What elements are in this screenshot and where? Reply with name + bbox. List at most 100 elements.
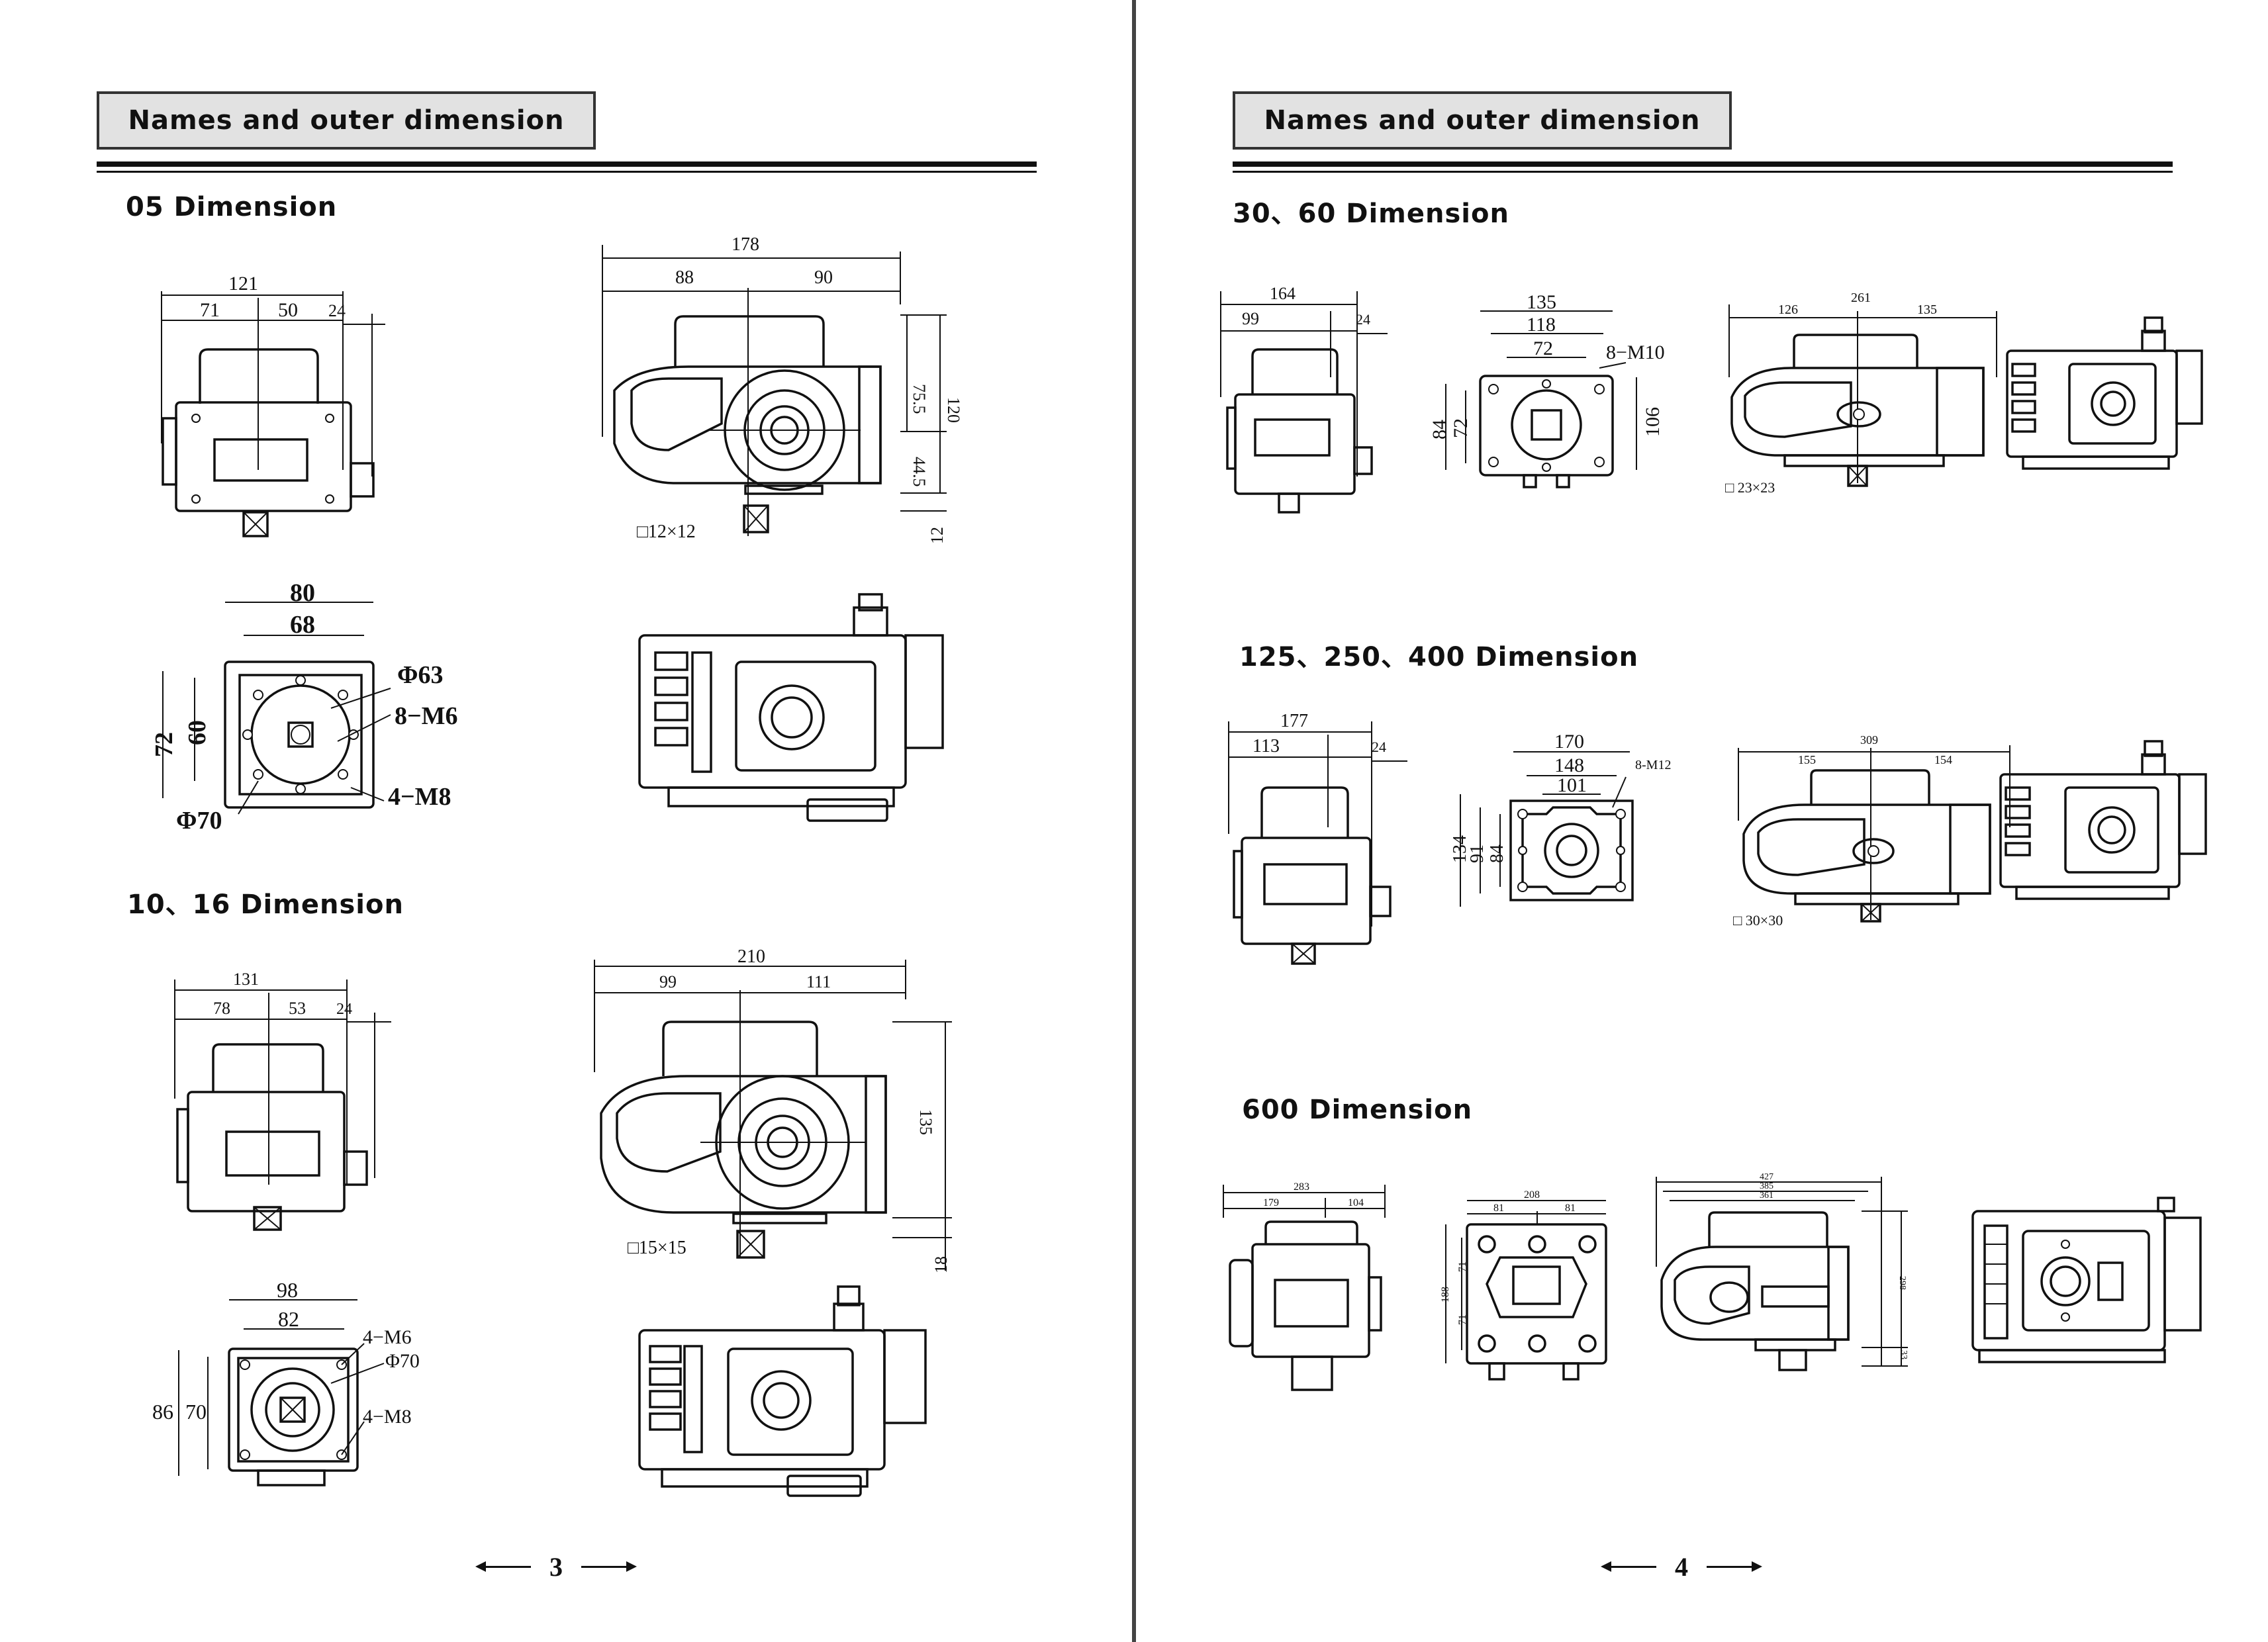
dim-8-m12: 8-M12: [1635, 758, 1671, 772]
arrow-right-icon: [1707, 1561, 1762, 1572]
dim-170: 170: [1554, 731, 1584, 753]
drawing-125-flange: 170 148 101 8-M12 134 91 84: [1450, 731, 1671, 907]
dim-210: 210: [737, 946, 765, 967]
dim-98: 98: [277, 1278, 298, 1302]
dim-99-r: 99: [1242, 309, 1259, 328]
drawing-05-rear: [638, 593, 944, 822]
dim-72-r: 72: [1533, 338, 1553, 359]
dim-53: 53: [289, 999, 306, 1018]
dim-361: 361: [1760, 1191, 1773, 1201]
dim-101: 101: [1557, 774, 1587, 796]
drawing-125-front: 177 113 24: [1228, 711, 1407, 965]
dim-208: 208: [1524, 1189, 1540, 1201]
dim-135: 135: [916, 1109, 935, 1135]
dim-91: 91: [1467, 844, 1488, 863]
drawing-30-flange: 135 118 72 8−M10 84 72 106: [1429, 291, 1665, 488]
right-page: Names and outer dimension 30、60 Dimensio…: [1136, 0, 2268, 1642]
section-title-10-16: 10、16 Dimension: [127, 889, 404, 920]
dim-4-m8: 4−M8: [388, 783, 451, 811]
page-number-text: 4: [1675, 1552, 1688, 1582]
dim-106: 106: [1642, 407, 1664, 437]
dim-78: 78: [213, 999, 230, 1018]
dim-120: 120: [944, 397, 963, 423]
dim-118: 118: [1527, 314, 1556, 336]
dim-71b: 71: [1457, 1314, 1468, 1325]
dim-80: 80: [290, 579, 315, 607]
dim-sq-30: □ 30×30: [1733, 912, 1783, 929]
drawing-30-front: 164 99 24: [1220, 284, 1388, 514]
drawing-05-front: 121 71 50 24: [161, 273, 385, 537]
dim-72: 72: [150, 732, 178, 757]
drawing-600-side: 427 385 361 298 33: [1656, 1172, 1909, 1371]
dim-84-r: 84: [1429, 420, 1450, 439]
dim-111: 111: [806, 972, 831, 991]
dim-177: 177: [1280, 711, 1308, 731]
dim-4-m6: 4−M6: [363, 1326, 412, 1348]
drawing-05-side: 178 88 90 75.5 44.5 120 12 □12×12: [602, 234, 963, 544]
dim-261: 261: [1851, 291, 1871, 305]
dim-12: 12: [927, 527, 947, 544]
dim-24: 24: [328, 301, 346, 320]
dim-81b: 81: [1565, 1203, 1576, 1214]
dim-sq-15: □15×15: [628, 1238, 686, 1258]
header-rule-thin: [97, 171, 1037, 173]
dim-75-5: 75.5: [910, 384, 929, 414]
dim-154: 154: [1934, 753, 1952, 766]
drawing-30-rear: [2006, 316, 2203, 470]
drawing-30-side: 261 126 135 □ 23×23: [1725, 291, 1997, 496]
dim-60: 60: [183, 720, 211, 745]
dim-298: 298: [1897, 1276, 1907, 1290]
arrow-right-icon: [581, 1561, 637, 1572]
dim-50: 50: [278, 299, 298, 321]
dim-385: 385: [1760, 1181, 1773, 1191]
dim-135-s: 135: [1917, 302, 1937, 317]
header-rule-thin: [1233, 171, 2173, 173]
dim-phi70-b: Φ70: [385, 1350, 420, 1372]
page-header: Names and outer dimension: [1233, 91, 1732, 150]
dim-8-m10: 8−M10: [1606, 342, 1665, 363]
dim-427: 427: [1760, 1172, 1773, 1182]
dim-24-b: 24: [336, 1001, 352, 1018]
section-title-125-250-400: 125、250、400 Dimension: [1239, 642, 1639, 672]
arrow-left-icon: [1601, 1561, 1656, 1572]
drawing-10-side: 210 99 111 135 18 □15×15: [594, 946, 952, 1273]
dim-134: 134: [1450, 835, 1470, 863]
header-rule: [1233, 161, 2173, 167]
dim-44-5: 44.5: [910, 457, 929, 487]
dim-71: 71: [200, 299, 220, 321]
left-page: Names and outer dimension 05 Dimension 1…: [0, 0, 1132, 1642]
dim-131: 131: [233, 970, 259, 989]
dim-126: 126: [1778, 302, 1798, 317]
page-gutter: [1132, 0, 1136, 1642]
dim-phi63: Φ63: [397, 661, 444, 689]
drawing-125-rear: [1999, 740, 2207, 900]
dim-sq-12: □12×12: [637, 522, 696, 542]
page-number-text: 3: [549, 1552, 563, 1582]
section-title-05: 05 Dimension: [126, 192, 338, 222]
dim-179: 179: [1263, 1197, 1279, 1209]
arrow-left-icon: [475, 1561, 531, 1572]
dim-24-c: 24: [1372, 739, 1386, 755]
drawing-600-flange: 208 81 81 188 71 71: [1440, 1189, 1607, 1381]
section-title-30-60: 30、60 Dimension: [1233, 199, 1509, 229]
page-header: Names and outer dimension: [97, 91, 596, 150]
dim-121: 121: [228, 273, 258, 295]
drawing-125-side: 309 155 154 □ 30×30: [1733, 733, 2010, 929]
dim-135-r: 135: [1527, 291, 1556, 313]
header-rule: [97, 161, 1037, 167]
drawing-05-flange: 80 68 72 60 Φ63 8−M6 4−M8 Φ70: [150, 579, 458, 835]
dim-72v: 72: [1450, 418, 1472, 438]
dim-8-m6: 8−M6: [395, 702, 458, 730]
dim-86: 86: [152, 1400, 173, 1424]
dim-81a: 81: [1493, 1203, 1504, 1214]
dim-283: 283: [1294, 1181, 1309, 1193]
drawing-10-rear: [638, 1285, 927, 1497]
dim-148: 148: [1554, 754, 1584, 776]
dim-188: 188: [1440, 1287, 1451, 1302]
drawing-10-front: 131 78 53 24: [174, 970, 391, 1231]
dim-88: 88: [675, 267, 694, 288]
dim-82: 82: [278, 1307, 299, 1331]
dim-33: 33: [1899, 1350, 1909, 1359]
drawing-600-rear: [1971, 1197, 2202, 1363]
dim-phi70: Φ70: [176, 807, 222, 835]
